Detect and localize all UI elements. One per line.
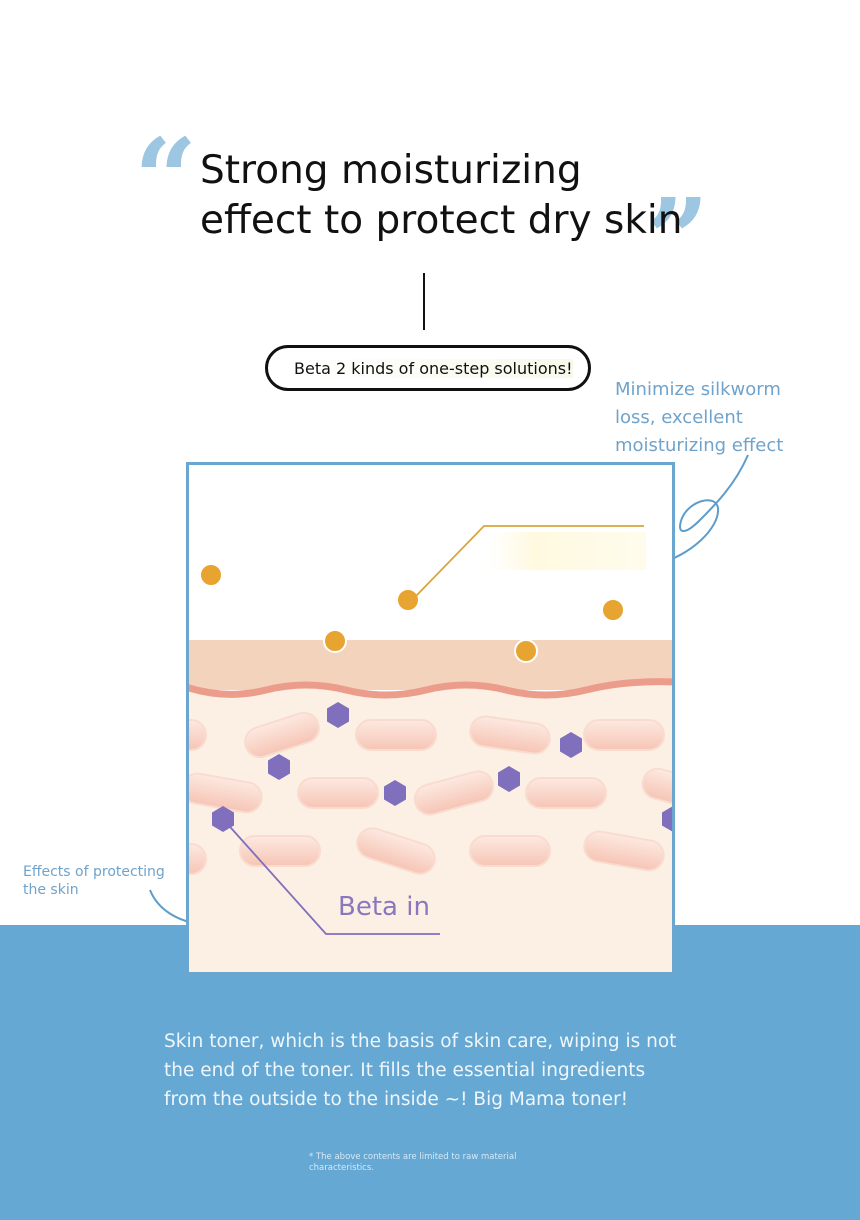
skin-cell — [189, 772, 263, 814]
skin-cells — [189, 711, 672, 875]
hexagon-molecule — [498, 766, 520, 792]
callout-line-top — [415, 525, 644, 597]
skin-cell — [356, 827, 436, 875]
footnote-line: characteristics. — [309, 1163, 374, 1173]
headline-line-2: effect to protect dry skin — [200, 198, 683, 243]
hexagon-molecule — [268, 754, 290, 780]
skin-cell — [641, 767, 672, 811]
side-note-line: moisturizing effect — [615, 435, 784, 456]
side-note-line: Effects of protecting — [23, 864, 165, 880]
headline: Strong moisturizing effect to protect dr… — [200, 146, 683, 246]
skin-cell — [469, 715, 551, 755]
connector-line — [423, 273, 425, 330]
skin-cell — [189, 719, 207, 751]
headline-line-1: Strong moisturizing — [200, 148, 582, 193]
side-note-moisturizing: Minimize silkworm loss, excellent moistu… — [615, 376, 815, 460]
description-line: from the outside to the inside ~! Big Ma… — [164, 1089, 629, 1110]
moisture-dot — [396, 588, 420, 612]
description-line: the end of the toner. It fills the essen… — [164, 1060, 646, 1081]
hexagon-molecule — [662, 806, 672, 832]
description-text: Skin toner, which is the basis of skin c… — [164, 1027, 684, 1114]
moisture-dots — [199, 563, 625, 663]
skin-cell — [189, 843, 207, 875]
side-note-line: the skin — [23, 882, 79, 898]
skin-cell — [583, 830, 665, 872]
skin-cell — [413, 770, 495, 816]
skin-layer-diagram — [186, 462, 675, 975]
hexagon-molecule — [384, 780, 406, 806]
swirl-right — [656, 454, 749, 565]
callout-line-bottom — [222, 818, 440, 935]
side-note-protecting: Effects of protecting the skin — [23, 863, 183, 899]
skin-cell — [583, 719, 665, 751]
footnote-line: * The above contents are limited to raw … — [309, 1152, 517, 1162]
side-note-line: loss, excellent — [615, 407, 743, 428]
beta-in-label: Beta in — [338, 892, 430, 922]
skin-cell — [469, 835, 551, 867]
hexagon-molecule — [560, 732, 582, 758]
description-line: Skin toner, which is the basis of skin c… — [164, 1031, 677, 1052]
side-note-line: Minimize silkworm — [615, 379, 781, 400]
skin-inner — [189, 681, 672, 972]
moisture-dot — [601, 598, 625, 622]
skin-cell — [525, 777, 607, 809]
pill-label: Beta 2 kinds of one-step solutions! — [294, 358, 573, 378]
skin-cell — [355, 719, 437, 751]
close-quote-icon: ” — [646, 174, 710, 303]
skin-cell — [244, 711, 320, 759]
skin-surface — [189, 640, 672, 690]
solutions-pill: Beta 2 kinds of one-step solutions! — [265, 345, 591, 391]
moisture-dot — [199, 563, 223, 587]
hexagon-molecule — [327, 702, 349, 728]
moisture-dot — [323, 629, 347, 653]
open-quote-icon: “ — [134, 114, 198, 243]
footnote: * The above contents are limited to raw … — [309, 1152, 549, 1174]
skin-cell — [239, 835, 321, 867]
moisture-dot — [514, 639, 538, 663]
skin-cell — [297, 777, 379, 809]
skin-surface-wave — [189, 678, 672, 699]
glow-highlight — [486, 532, 646, 570]
